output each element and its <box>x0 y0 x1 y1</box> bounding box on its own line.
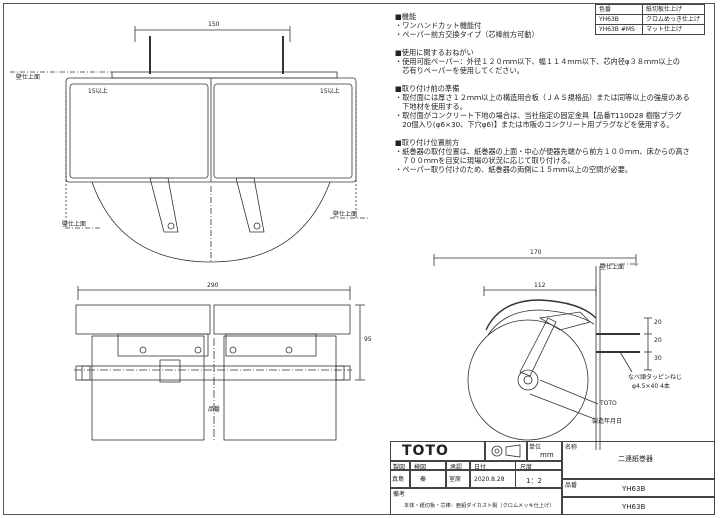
dim-170: 170 <box>530 249 542 256</box>
note-line: ・ペーパー取り付けのため、紙巻器の両側に１５ｍｍ以上の空間が必要。 <box>395 165 633 174</box>
notes-section: ■機能 ・ワンハンドカット機能付 ・ペーパー前方交換タイプ（芯棒前方可動） ■使… <box>395 12 715 174</box>
note-line: ７００ｍｍを目安に現場の状況に応じて取り付ける。 <box>395 156 575 165</box>
drafter-value: 真島 <box>392 476 405 483</box>
note-line: ・ペーパー前方交換タイプ（芯棒前方可動） <box>395 30 539 39</box>
screw-spec: φ4.5×40 4本 <box>632 383 670 390</box>
checker-value: 秦 <box>420 476 427 483</box>
note-heading: ■機能 <box>395 12 417 21</box>
note-heading: ■使用に関するおねがい <box>395 48 474 57</box>
dim-20-a: 20 <box>654 319 662 326</box>
unit-value: mm <box>540 451 554 459</box>
note-line: ・使用可能ペーパー：外径１２０ｍｍ以下、幅１１４ｍｍ以下、芯内径φ３８ｍｍ以上の <box>395 57 680 66</box>
date-label: 製造年月日 <box>592 418 623 425</box>
name-label: 名称 <box>565 444 578 451</box>
label-15-right: 15以上 <box>320 88 340 95</box>
wall-label-top-left: 壁仕上面 <box>16 74 41 81</box>
approver-value: 室原 <box>449 476 462 483</box>
wall-label-lower-right: 壁仕上面 <box>333 211 358 218</box>
wall-plate-top <box>111 71 338 79</box>
wall-label-lower-left: 壁仕上面 <box>62 221 87 228</box>
dim-95: 95 <box>364 336 372 343</box>
row-label-scale: 尺度 <box>520 464 533 471</box>
dim-112: 112 <box>534 282 546 289</box>
note-line: 20個入り(φ6×30、下穴φ6)】または市販のコンクリート用プラグなどを使用す… <box>395 120 674 129</box>
unit-label: 単位 <box>529 444 542 451</box>
note-block: ■機能 ・ワンハンドカット機能付 ・ペーパー前方交換タイプ（芯棒前方可動） <box>395 12 715 39</box>
toto-logo: TOTO <box>402 443 449 459</box>
projection-icon <box>491 444 521 458</box>
remark-label: 備考 <box>393 491 406 498</box>
note-block: ■取り付け前の準備 ・取付面には厚さ１２ｍｍ以上の構造用合板（ＪＡＳ規格品）また… <box>395 84 715 129</box>
dim-150: 150 <box>208 21 220 28</box>
remark-text: 本体・紙切板・芯棒：亜鉛ダイカスト製（クロムメッキ仕上げ） <box>404 503 555 509</box>
label-15-left: 15以上 <box>88 88 108 95</box>
note-block: ■使用に関するおねがい ・使用可能ペーパー：外径１２０ｍｍ以下、幅１１４ｍｍ以下… <box>395 48 715 75</box>
screw-note: なべ頭タッピンねじ <box>628 374 683 381</box>
note-line: ・ワンハンドカット機能付 <box>395 21 482 30</box>
note-line: 芯有りペーパーを使用してください。 <box>395 66 524 75</box>
row-label-checker: 検図 <box>414 464 427 471</box>
note-heading: ■取り付け前の準備 <box>395 84 460 93</box>
product-value-2: YH63B <box>622 503 646 511</box>
date-value: 2020.8.28 <box>474 476 505 483</box>
row-label-drafter: 製図 <box>393 464 406 471</box>
note-heading: ■取り付け位置前方 <box>395 138 460 147</box>
row-label-approver: 承認 <box>450 464 463 471</box>
note-block: ■取り付け位置前方 ・紙巻器の取付位置は、紙巻器の上面・中心が便器先端から前方１… <box>395 138 715 174</box>
toto-label: TOTO <box>600 400 617 407</box>
drawing-frame <box>3 3 715 515</box>
row-label-date: 日付 <box>474 464 487 471</box>
note-line: 下地材を使用する。 <box>395 102 467 111</box>
label-hinban: 品番 <box>208 406 221 413</box>
note-line: ・紙巻器の取付位置は、紙巻器の上面・中心が便器先端から前方１００ｍｍ、床からの高… <box>395 147 690 156</box>
wall-label-side: 壁仕上面 <box>600 264 625 271</box>
color-table: 色番 紙切板仕上げ YH63B クロムめっき仕上げ YH63B #MS マット仕… <box>595 4 705 35</box>
product-value: YH63B <box>622 485 646 493</box>
scale-value: 1：2 <box>526 477 542 485</box>
color-row-2-finish: マット仕上げ <box>642 24 705 35</box>
note-line: ・取付面がコンクリート下地の場合は、当社指定の固定金具【品番T110D28 樹脂… <box>395 111 682 120</box>
note-line: ・取付面には厚さ１２ｍｍ以上の構造用合板（ＪＡＳ規格品）または同等以上の強度のあ… <box>395 93 690 102</box>
dim-20-b: 20 <box>654 337 662 344</box>
cover-right <box>213 304 351 335</box>
product-label: 品番 <box>565 482 578 489</box>
projection-symbol <box>485 441 527 461</box>
dim-290: 290 <box>207 282 219 289</box>
cover-left <box>75 304 211 335</box>
dim-30: 30 <box>654 355 662 362</box>
name-value: 二連紙巻器 <box>618 455 653 463</box>
